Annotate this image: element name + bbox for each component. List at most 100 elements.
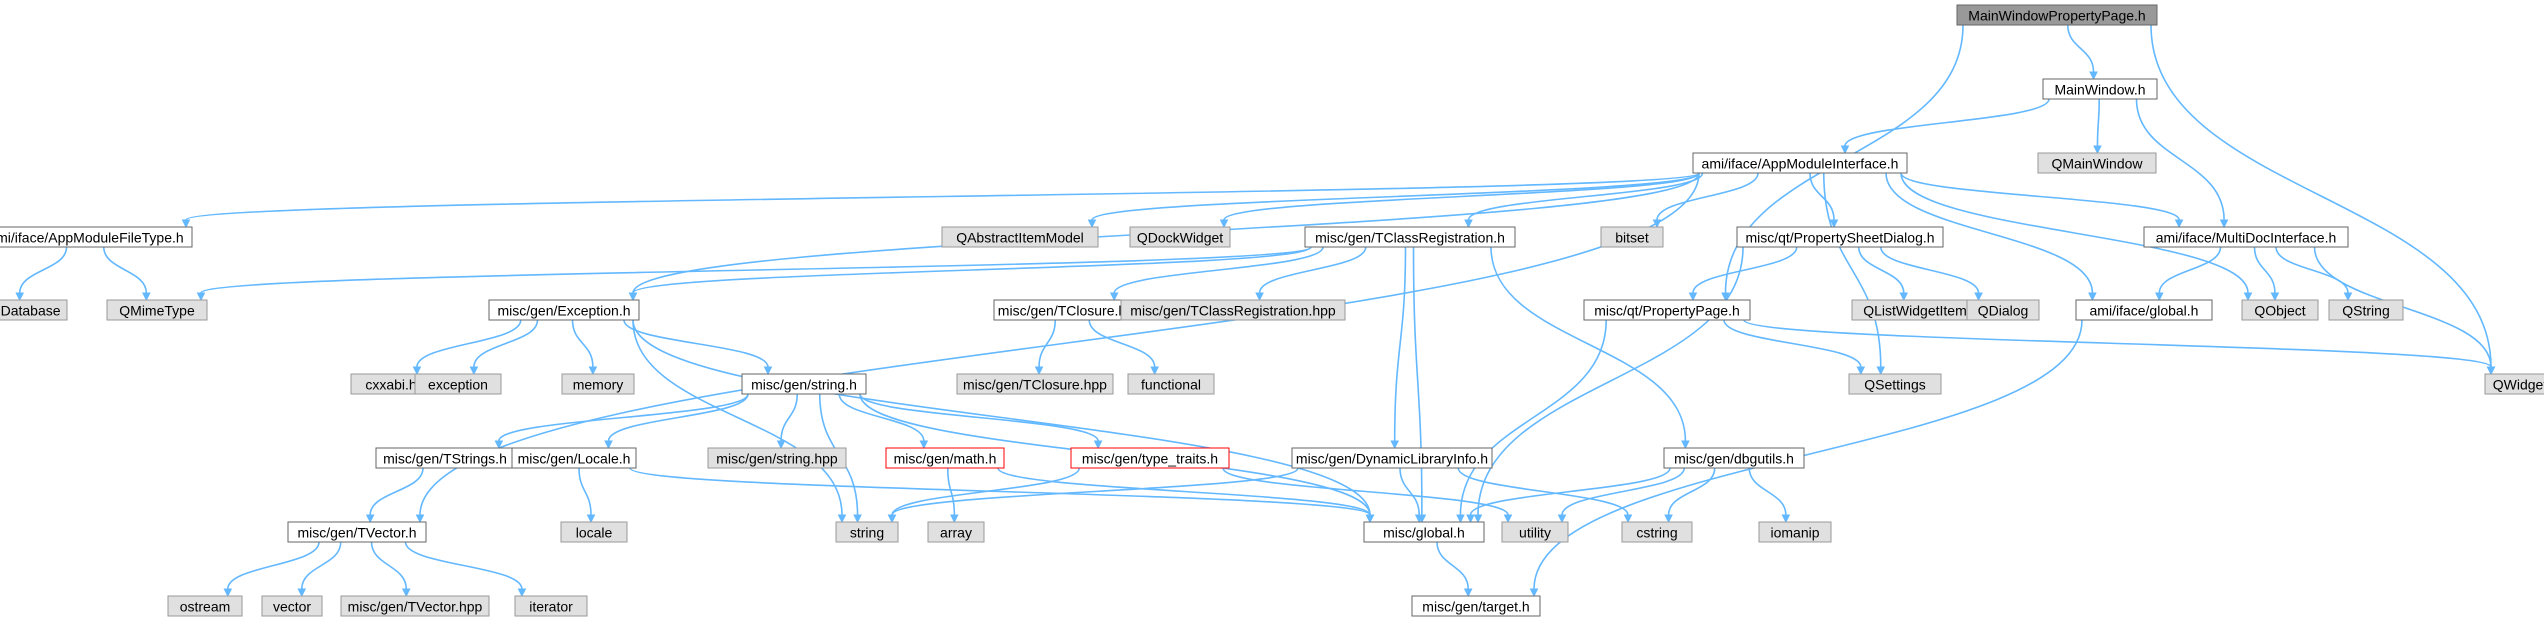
dependency-edge (623, 319, 769, 368)
node-ami[interactable]: ami/iface/AppModuleInterface.h (1692, 152, 1908, 174)
edge-arrowhead (837, 514, 847, 524)
dependency-edge (1857, 246, 1905, 294)
node-target[interactable]: misc/gen/target.h (1411, 595, 1541, 617)
dependency-edge (1561, 467, 1686, 516)
dependency-edge (632, 319, 843, 516)
node-label: misc/gen/TVector.h (297, 525, 416, 541)
edge-arrowhead (15, 292, 25, 302)
node-strhpp: misc/gen/string.hpp (707, 447, 847, 469)
node-cstring: cstring (1621, 521, 1693, 543)
dependency-edge (1088, 319, 1156, 368)
node-label: ami/iface/MultiDocInterface.h (2156, 230, 2337, 246)
node-tstr[interactable]: misc/gen/TStrings.h (375, 447, 515, 469)
node-mglobal[interactable]: misc/global.h (1363, 521, 1485, 543)
node-label: memory (573, 377, 624, 393)
edge-arrowhead (1093, 440, 1103, 450)
node-except: exception (414, 373, 502, 395)
edge-arrowhead (517, 588, 527, 598)
node-label: misc/gen/TClosure.h (998, 303, 1126, 319)
node-box (1621, 521, 1693, 543)
node-label: QMimeDatabase (0, 303, 61, 319)
node-vector: vector (261, 595, 323, 617)
node-qdlg: QDialog (1966, 299, 2040, 321)
edge-arrowhead (1503, 514, 1513, 524)
edge-arrowhead (1087, 219, 1097, 229)
node-math[interactable]: misc/gen/math.h (885, 447, 1005, 469)
edge-arrowhead (919, 440, 929, 450)
node-box (1600, 226, 1664, 248)
edge-arrowhead (2089, 71, 2098, 81)
dependency-edge (1900, 172, 2249, 294)
edge-arrowhead (2486, 366, 2496, 376)
edge-arrowhead (1664, 514, 1673, 524)
node-array: array (927, 521, 985, 543)
node-psd[interactable]: misc/qt/PropertySheetDialog.h (1736, 226, 1944, 248)
node-label: cxxabi.h (365, 377, 416, 393)
node-label: iomanip (1770, 525, 1819, 541)
dependency-edge (2253, 246, 2276, 294)
edge-arrowhead (1840, 145, 1850, 155)
node-label: QDialog (1978, 303, 2029, 319)
edge-arrowhead (853, 514, 862, 524)
node-label: misc/gen/DynamicLibraryInfo.h (1296, 451, 1488, 467)
node-memory: memory (561, 373, 635, 395)
dependency-edge (1412, 246, 1423, 516)
node-mw[interactable]: MainWindow.h (2042, 78, 2158, 100)
edge-arrowhead (2219, 219, 2229, 229)
dependency-edge (2150, 24, 2492, 368)
dependency-edge (1667, 467, 1716, 516)
node-dbg[interactable]: misc/gen/dbgutils.h (1663, 447, 1805, 469)
node-label: misc/gen/TVector.hpp (348, 599, 483, 615)
node-root[interactable]: MainWindowPropertyPage.h (1956, 4, 2158, 26)
node-exc[interactable]: misc/gen/Exception.h (488, 299, 640, 321)
dependency-edge (838, 393, 925, 442)
node-box (1966, 299, 2040, 321)
edge-arrowhead (1414, 514, 1424, 524)
dependency-edge (2096, 98, 2101, 147)
edge-arrowhead (1219, 219, 1229, 229)
edge-arrowhead (1829, 219, 1839, 229)
node-mdi[interactable]: ami/iface/MultiDocInterface.h (2143, 226, 2349, 248)
edge-arrowhead (1899, 292, 1909, 302)
dependency-edge (227, 541, 320, 590)
node-label: ami/iface/global.h (2090, 303, 2199, 319)
node-label: misc/gen/TClassRegistration.h (1315, 230, 1505, 246)
edge-arrowhead (223, 588, 233, 598)
node-amft[interactable]: ami/iface/AppModuleFileType.h (0, 226, 193, 248)
node-qobj: QObject (2241, 299, 2319, 321)
dependency-edge (1393, 246, 1407, 442)
dependency-edge (1748, 467, 1787, 516)
node-box (106, 299, 208, 321)
node-tcrhpp: misc/gen/TClassRegistration.hpp (1120, 299, 1346, 321)
node-box (835, 521, 899, 543)
edge-arrowhead (401, 588, 411, 598)
edge-arrowhead (1466, 514, 1475, 524)
node-box (2484, 373, 2544, 395)
node-box (561, 373, 635, 395)
node-tcl[interactable]: misc/gen/TClosure.h (993, 299, 1131, 321)
node-box (2075, 299, 2213, 321)
node-label: ostream (180, 599, 231, 615)
node-box (1411, 595, 1541, 617)
node-tvec[interactable]: misc/gen/TVector.h (287, 521, 427, 543)
node-tcr[interactable]: misc/gen/TClassRegistration.h (1304, 226, 1516, 248)
node-box (1758, 521, 1832, 543)
node-aglobal[interactable]: ami/iface/global.h (2075, 299, 2213, 321)
edge-arrowhead (469, 366, 479, 376)
node-dli[interactable]: misc/gen/DynamicLibraryInfo.h (1291, 447, 1493, 469)
dependency-edge (1222, 467, 1509, 516)
node-qstr: QString (2328, 299, 2404, 321)
node-box (340, 595, 490, 617)
edge-arrowhead (196, 292, 206, 302)
node-gstr[interactable]: misc/gen/string.h (741, 373, 867, 395)
node-box (1127, 373, 1215, 395)
node-tt[interactable]: misc/gen/type_traits.h (1070, 447, 1230, 469)
node-label: QWidget (2493, 377, 2544, 393)
node-box (0, 226, 193, 248)
edge-arrowhead (1463, 588, 1473, 598)
node-box (1583, 299, 1751, 321)
node-pp[interactable]: misc/qt/PropertyPage.h (1583, 299, 1751, 321)
node-loc[interactable]: misc/gen/Locale.h (511, 447, 637, 469)
dependency-edge (498, 393, 749, 442)
node-label: iterator (529, 599, 573, 615)
